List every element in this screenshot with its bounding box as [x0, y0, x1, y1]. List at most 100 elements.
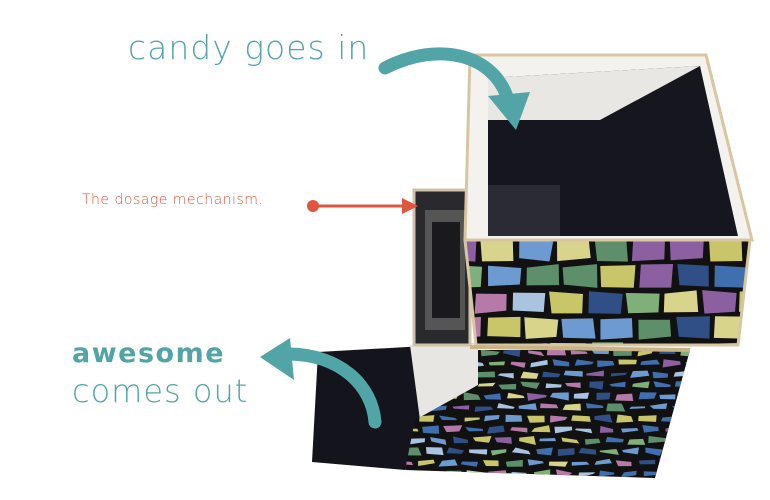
mosaic-tile — [574, 359, 594, 366]
mosaic-tile — [536, 447, 553, 456]
mosaic-tile — [483, 393, 502, 400]
mosaic-tile — [571, 415, 591, 422]
mosaic-tile — [625, 292, 660, 314]
mosaic-tile — [476, 371, 496, 378]
mosaic-tile — [620, 428, 639, 433]
mosaic-tile — [443, 425, 463, 433]
mosaic-tile — [505, 459, 523, 467]
mosaic-tile — [563, 370, 583, 377]
mosaic-tile — [446, 470, 462, 477]
mosaic-tile — [520, 381, 540, 389]
mosaic-tile — [599, 426, 614, 433]
mosaic-tile — [674, 381, 690, 387]
mosaic-tile — [545, 383, 562, 389]
mosaic-tile — [618, 359, 637, 365]
mosaic-tile — [615, 460, 632, 467]
mosaic-tile — [554, 426, 573, 434]
mosaic-tile — [561, 318, 596, 339]
mosaic-tile — [526, 264, 560, 286]
mosaic-tile — [586, 370, 604, 377]
mosaic-tile — [594, 458, 613, 465]
mosaic-tile — [511, 447, 531, 455]
mosaic-tile — [519, 240, 554, 262]
mosaic-tile — [452, 405, 470, 410]
mosaic-tile — [629, 406, 646, 410]
mosaic-tile — [527, 415, 545, 423]
mosaic-tile — [685, 361, 690, 368]
mosaic-tile — [446, 447, 465, 454]
mosaic-tile — [484, 414, 500, 422]
mosaic-tile — [464, 417, 480, 422]
mosaic-tile — [630, 370, 650, 378]
mosaic-tile — [747, 241, 750, 260]
mosaic-tile — [666, 448, 684, 456]
mosaic-tile — [586, 403, 604, 409]
mosaic-tile — [694, 437, 711, 444]
mosaic-tile — [497, 373, 514, 379]
dosage-mechanism — [412, 188, 472, 347]
mosaic-tile — [622, 447, 640, 455]
mosaic-tile — [571, 461, 590, 466]
chute-wall — [410, 343, 478, 420]
mosaic-tile — [599, 470, 615, 477]
mosaic-tile — [480, 350, 501, 357]
mosaic-tile — [452, 436, 469, 444]
mosaic-tile — [474, 293, 507, 314]
mosaic-tile — [530, 359, 548, 368]
mosaic-tile — [609, 381, 626, 388]
mosaic-tile — [494, 437, 512, 444]
mosaic-tile — [714, 265, 750, 288]
mosaic-tile — [550, 415, 568, 423]
mosaic-tile — [524, 317, 559, 339]
awesome-label: awesome — [72, 338, 226, 369]
mosaic-tile — [422, 425, 439, 434]
mosaic-tile — [561, 437, 580, 444]
mosaic-tile — [638, 459, 656, 465]
mosaic-tile — [487, 316, 521, 338]
mosaic-tile — [695, 404, 713, 411]
mosaic-tile — [430, 437, 447, 445]
mosaic-tile — [642, 425, 659, 433]
mosaic-tile — [683, 392, 690, 399]
mosaic-tile — [505, 414, 523, 422]
arrow-dosage — [307, 198, 418, 214]
mosaic-tile — [615, 393, 634, 401]
mosaic-tile — [649, 403, 668, 409]
divider-strip — [469, 345, 691, 352]
mosaic-tile — [490, 449, 507, 456]
mosaic-tile — [507, 392, 525, 399]
mosaic-front-upper — [465, 240, 750, 345]
mosaic-tile — [687, 427, 690, 434]
mosaic-tile — [480, 240, 514, 262]
mosaic-tile — [573, 392, 590, 399]
mosaic-tile — [638, 392, 657, 400]
mosaic-tile — [702, 290, 737, 314]
mosaic-tile — [498, 383, 517, 390]
mosaic-tile — [632, 381, 650, 389]
mosaic-tile — [527, 350, 545, 357]
mosaic-tile — [663, 290, 699, 313]
mosaic-tile — [548, 461, 569, 467]
mosaic-tile — [691, 448, 706, 453]
mosaic-tile — [648, 436, 668, 444]
mosaic-tile — [564, 382, 581, 388]
mosaic-tile — [681, 415, 690, 423]
mosaic-tile — [477, 382, 496, 387]
mosaic-tile — [557, 448, 575, 456]
mosaic-tile — [616, 414, 634, 423]
mosaic-tile — [562, 403, 581, 411]
mosaic-tile — [527, 459, 544, 466]
mosaic-tile — [575, 428, 593, 434]
mosaic-tile — [518, 403, 537, 410]
mosaic-tile — [519, 436, 536, 445]
mosaic-tile — [676, 316, 710, 339]
mosaic-tile — [438, 459, 458, 467]
mosaic-tile — [472, 436, 492, 443]
mosaic-tile — [680, 459, 690, 466]
mosaic-tile — [512, 292, 546, 312]
mosaic-tile — [613, 350, 632, 357]
mosaic-tile — [589, 381, 604, 390]
mosaic-tile — [460, 461, 479, 467]
mosaic-tile — [474, 406, 494, 412]
mosaic-tile — [638, 319, 672, 340]
